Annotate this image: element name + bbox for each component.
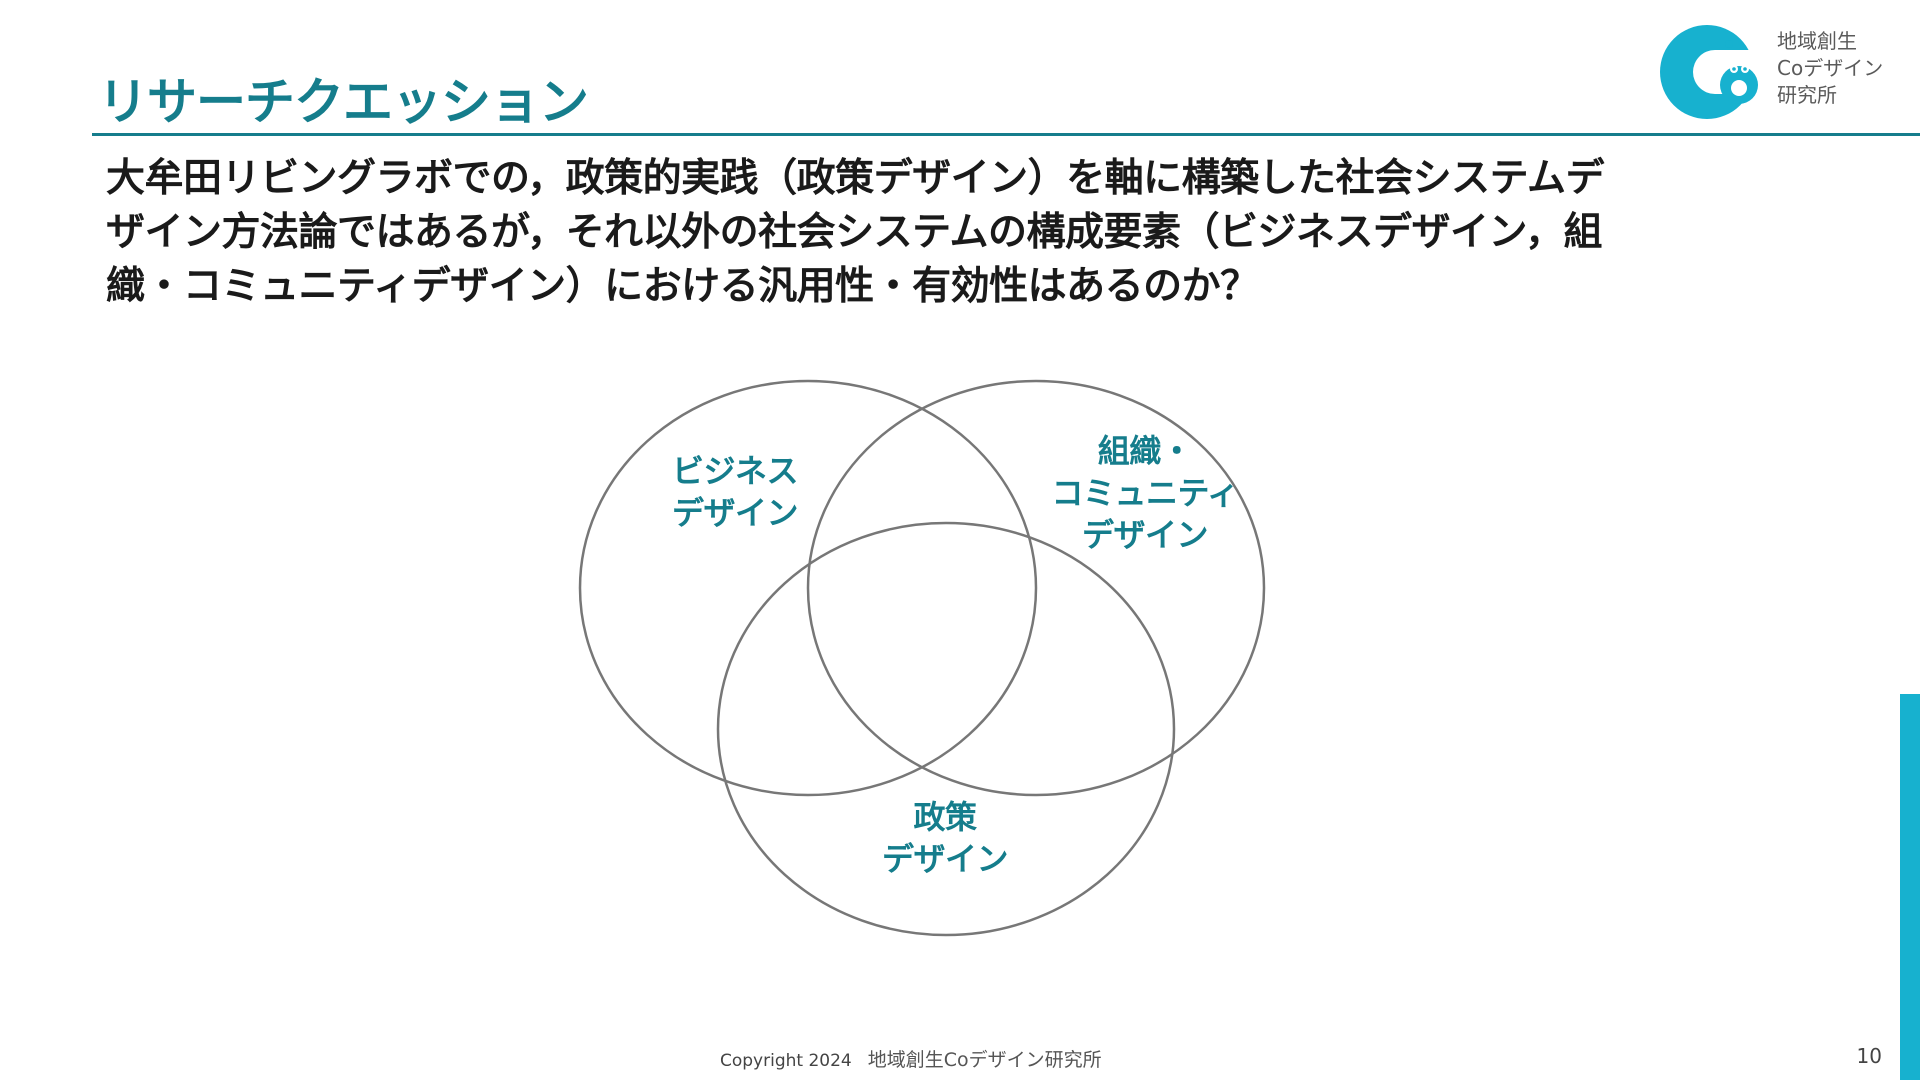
logo-mark-icon bbox=[1660, 25, 1765, 119]
venn-circle-organization bbox=[806, 379, 1266, 797]
venn-circle-business bbox=[578, 379, 1038, 797]
footer: Copyright 2024 地域創生Coデザイン研究所 bbox=[720, 1045, 1102, 1072]
venn-label-organization-line-1: 組織・ bbox=[1097, 432, 1193, 470]
footer-organization: 地域創生Coデザイン研究所 bbox=[867, 1049, 1102, 1071]
research-question: 大牟田リビングラボでの，政策的実践（政策デザイン）を軸に構築した社会システムデ … bbox=[106, 152, 1806, 314]
venn-label-business-line-1: ビジネス bbox=[671, 452, 799, 490]
logo-text: 地域創生 Coデザイン 研究所 bbox=[1777, 28, 1883, 109]
logo-line-3: 研究所 bbox=[1777, 83, 1837, 107]
venn-label-organization: 組織・ コミュニティ デザイン bbox=[1030, 430, 1260, 556]
accent-bar bbox=[1900, 694, 1920, 1080]
page-number: 10 bbox=[1856, 1044, 1882, 1068]
venn-label-policy-line-2: デザイン bbox=[881, 840, 1009, 878]
venn-label-organization-line-3: デザイン bbox=[1081, 516, 1209, 554]
organization-logo: 地域創生 Coデザイン 研究所 bbox=[1655, 22, 1905, 122]
venn-label-business-line-2: デザイン bbox=[671, 494, 799, 532]
copyright-text: Copyright 2024 bbox=[720, 1051, 852, 1071]
research-question-line-2: ザイン方法論ではあるが，それ以外の社会システムの構成要素（ビジネスデザイン，組 bbox=[106, 210, 1603, 255]
research-question-line-1: 大牟田リビングラボでの，政策的実践（政策デザイン）を軸に構築した社会システムデ bbox=[106, 156, 1605, 201]
logo-line-1: 地域創生 bbox=[1777, 29, 1857, 53]
logo-line-2: Coデザイン bbox=[1777, 56, 1884, 80]
research-question-line-3: 織・コミュニティデザイン）における汎用性・有効性はあるのか？ bbox=[106, 264, 1259, 309]
venn-label-organization-line-2: コミュニティ bbox=[1051, 474, 1239, 512]
venn-circle-policy bbox=[716, 521, 1176, 937]
page-title: リサーチクエッション bbox=[98, 73, 589, 131]
venn-label-policy: 政策 デザイン bbox=[830, 796, 1060, 880]
title-underline bbox=[92, 133, 1920, 136]
venn-label-policy-line-1: 政策 bbox=[913, 798, 977, 836]
venn-label-business: ビジネス デザイン bbox=[620, 450, 850, 534]
